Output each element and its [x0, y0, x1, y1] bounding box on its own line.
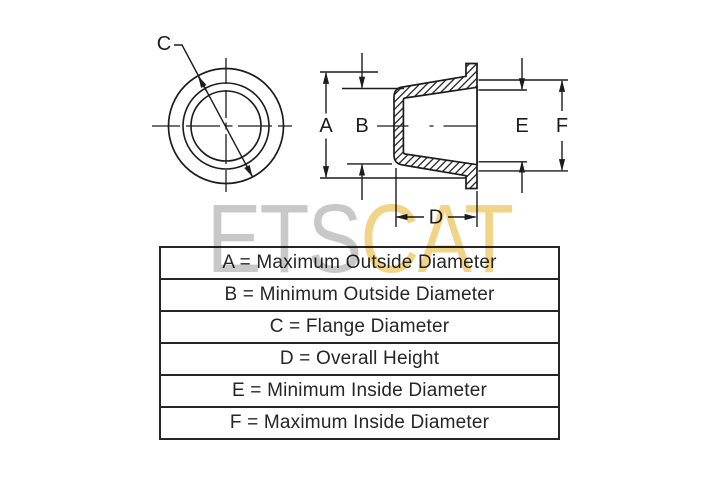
- dimension-label-d: D: [429, 207, 443, 229]
- dimension-legend-table: A = Maximum Outside Diameter B = Minimum…: [159, 246, 560, 440]
- cap-inner-cavity: [402, 86, 478, 166]
- dimension-label-b: B: [355, 115, 368, 137]
- legend-row-f: F = Maximum Inside Diameter: [161, 406, 558, 438]
- legend-row-e: E = Minimum Inside Diameter: [161, 374, 558, 406]
- legend-row-c: C = Flange Diameter: [161, 310, 558, 342]
- side-view: [377, 62, 478, 190]
- dimension-label-c: C: [157, 33, 171, 55]
- legend-row-b: B = Minimum Outside Diameter: [161, 278, 558, 310]
- legend-row-a: A = Maximum Outside Diameter: [222, 252, 497, 273]
- dimension-c-leader-line: [174, 44, 253, 177]
- dimension-c-arrow-lower: [244, 163, 253, 177]
- front-view: [152, 44, 292, 192]
- dimension-label-a: A: [319, 115, 333, 137]
- dimension-lines: [320, 53, 568, 227]
- dimension-label-e: E: [515, 115, 528, 137]
- dimension-c-arrow-upper: [197, 75, 207, 91]
- legend-row-d: D = Overall Height: [161, 342, 558, 374]
- dimension-label-f: F: [556, 115, 568, 137]
